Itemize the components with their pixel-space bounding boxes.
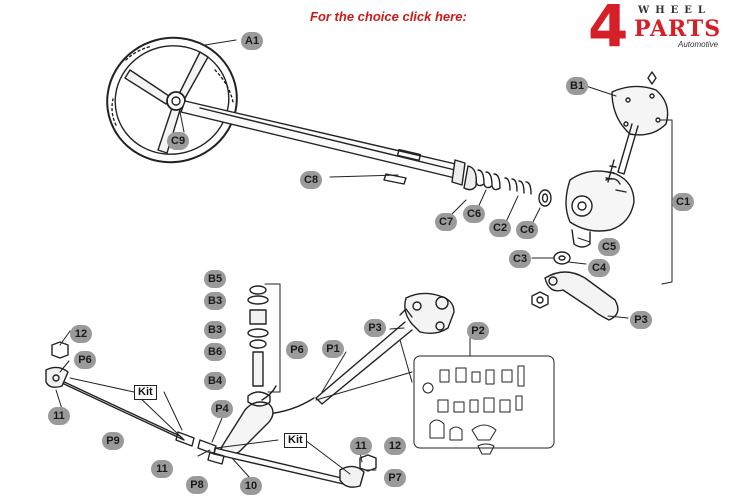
steering-wheel-drawing [106,36,238,164]
callout-p6[interactable]: P6 [74,351,96,369]
callout-c4[interactable]: C4 [588,259,611,277]
callout-c7[interactable]: C7 [435,213,458,231]
logo-sub-word: Automotive [678,40,719,49]
steering-column-drawing [180,100,552,207]
kit-label-left[interactable]: Kit [134,385,157,400]
callout-p1[interactable]: P1 [322,340,344,358]
steering-gearbox-drawing [553,170,635,265]
bushing-stack-drawing [247,285,271,407]
callout-c3[interactable]: C3 [509,250,532,268]
gear-cover-drawing [605,71,669,183]
callout-b6[interactable]: B6 [204,343,227,361]
callout-10[interactable]: 10 [240,477,262,495]
callout-p8[interactable]: P8 [186,476,208,494]
callout-p5[interactable]: P6 [286,341,308,359]
callout-11-left[interactable]: 11 [48,407,70,425]
callout-b3-lower[interactable]: B3 [204,321,227,339]
callout-c6-lower[interactable]: C6 [516,221,539,239]
callout-11-right[interactable]: 11 [350,437,372,455]
bellcrank-drawing [399,292,455,335]
pitman-arm-drawing [531,271,619,321]
callout-p9[interactable]: P9 [102,432,124,450]
callout-p3-upper[interactable]: P3 [630,311,652,329]
kit-contents-drawing [422,365,525,455]
callout-p2[interactable]: P2 [467,322,489,340]
callout-b5-top[interactable]: B5 [204,270,227,288]
callout-p7[interactable]: P7 [384,469,406,487]
callout-b1[interactable]: B1 [566,77,589,95]
callout-p4[interactable]: P4 [211,400,233,418]
callout-c6-upper[interactable]: C6 [463,205,486,223]
callout-12-right[interactable]: 12 [384,437,406,455]
callout-b4[interactable]: B4 [204,372,227,390]
callout-c5[interactable]: C5 [598,238,621,256]
callout-b3-upper[interactable]: B3 [204,292,227,310]
kit-label-right[interactable]: Kit [284,433,307,448]
leader-lines [55,39,629,479]
callout-c8[interactable]: C8 [300,171,323,189]
callout-11-center[interactable]: 11 [151,460,173,478]
brand-logo[interactable]: 4 WHEEL PARTS Automotive [586,0,736,60]
logo-number: 4 [588,0,629,60]
callout-p3-lower[interactable]: P3 [364,319,386,337]
callout-12-left[interactable]: 12 [70,325,92,343]
logo-main-word: PARTS [634,16,722,42]
choice-link[interactable]: For the choice click here: [310,9,467,24]
logo-top-word: WHEEL [638,5,711,16]
callout-a1[interactable]: A1 [241,32,264,50]
callout-c9[interactable]: C9 [167,132,190,150]
callout-c1[interactable]: C1 [672,193,695,211]
callout-c2[interactable]: C2 [489,219,512,237]
